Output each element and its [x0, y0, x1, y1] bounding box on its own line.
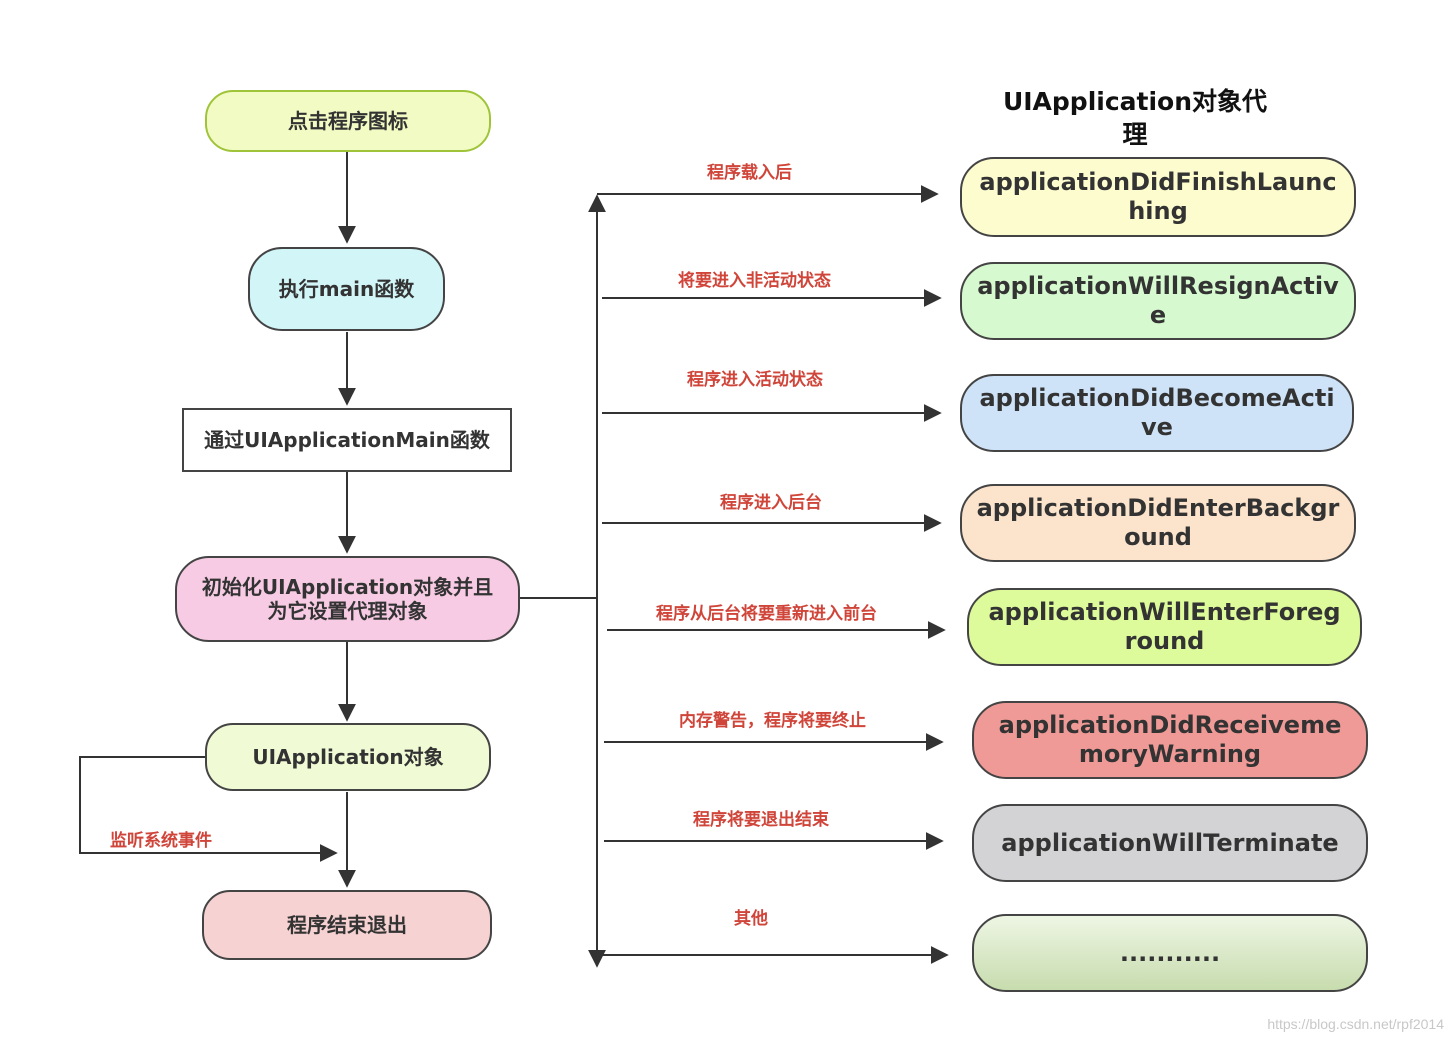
event-label-4: 程序进入后台: [720, 493, 822, 513]
uiapp-node: UIApplication对象: [205, 723, 491, 791]
delegate-node-6: applicationDidReceivememoryWarning: [972, 701, 1368, 779]
delegate-node-7: applicationWillTerminate: [972, 804, 1368, 882]
delegate-node-8: ...........: [972, 914, 1368, 992]
event-label-3: 程序进入活动状态: [687, 370, 823, 390]
delegate-node-1: applicationDidFinishLaunching: [960, 157, 1356, 237]
delegate-node-2: applicationWillResignActive: [960, 262, 1356, 340]
delegate-method-7: applicationWillTerminate: [1001, 828, 1339, 857]
delegate-node-5: applicationWillEnterForeground: [967, 588, 1362, 666]
delegate-node-4: applicationDidEnterBackground: [960, 484, 1356, 562]
start-node: 点击程序图标: [205, 90, 491, 152]
event-label-6: 内存警告，程序将要终止: [679, 711, 866, 731]
listen-loop-arrow: [79, 756, 338, 862]
event-label-5: 程序从后台将要重新进入前台: [656, 604, 877, 624]
delegate-method-8: ...........: [1119, 938, 1221, 967]
exit-node: 程序结束退出: [202, 890, 492, 960]
init-label: 初始化UIApplication对象并且为它设置代理对象: [201, 575, 494, 623]
listen-label: 监听系统事件: [110, 831, 212, 851]
delegate-method-2: applicationWillResignActive: [977, 272, 1339, 329]
event-label-1: 程序载入后: [707, 163, 792, 183]
delegate-title: UIApplication对象代理: [1002, 87, 1268, 149]
delegate-method-4: applicationDidEnterBackground: [976, 494, 1340, 551]
delegate-method-6: applicationDidReceivememoryWarning: [998, 711, 1342, 768]
event-label-8: 其他: [734, 909, 768, 929]
delegate-method-1: applicationDidFinishLaunching: [979, 168, 1337, 225]
delegate-node-3: applicationDidBecomeActive: [960, 374, 1354, 452]
uiapp-label: UIApplication对象: [252, 745, 444, 769]
start-label: 点击程序图标: [288, 109, 408, 133]
event-label-7: 程序将要退出结束: [693, 810, 829, 830]
main-node: 执行main函数: [248, 247, 445, 331]
delegate-method-5: applicationWillEnterForeground: [988, 598, 1341, 655]
delegate-method-3: applicationDidBecomeActive: [979, 384, 1335, 441]
init-node: 初始化UIApplication对象并且为它设置代理对象: [175, 556, 520, 642]
watermark: https://blog.csdn.net/rpf2014: [1267, 1016, 1444, 1032]
event-label-2: 将要进入非活动状态: [678, 271, 831, 291]
uiappmain-node: 通过UIApplicationMain函数: [182, 408, 512, 472]
exit-label: 程序结束退出: [287, 913, 407, 937]
main-label: 执行main函数: [278, 277, 415, 301]
uiappmain-label: 通过UIApplicationMain函数: [204, 428, 490, 452]
